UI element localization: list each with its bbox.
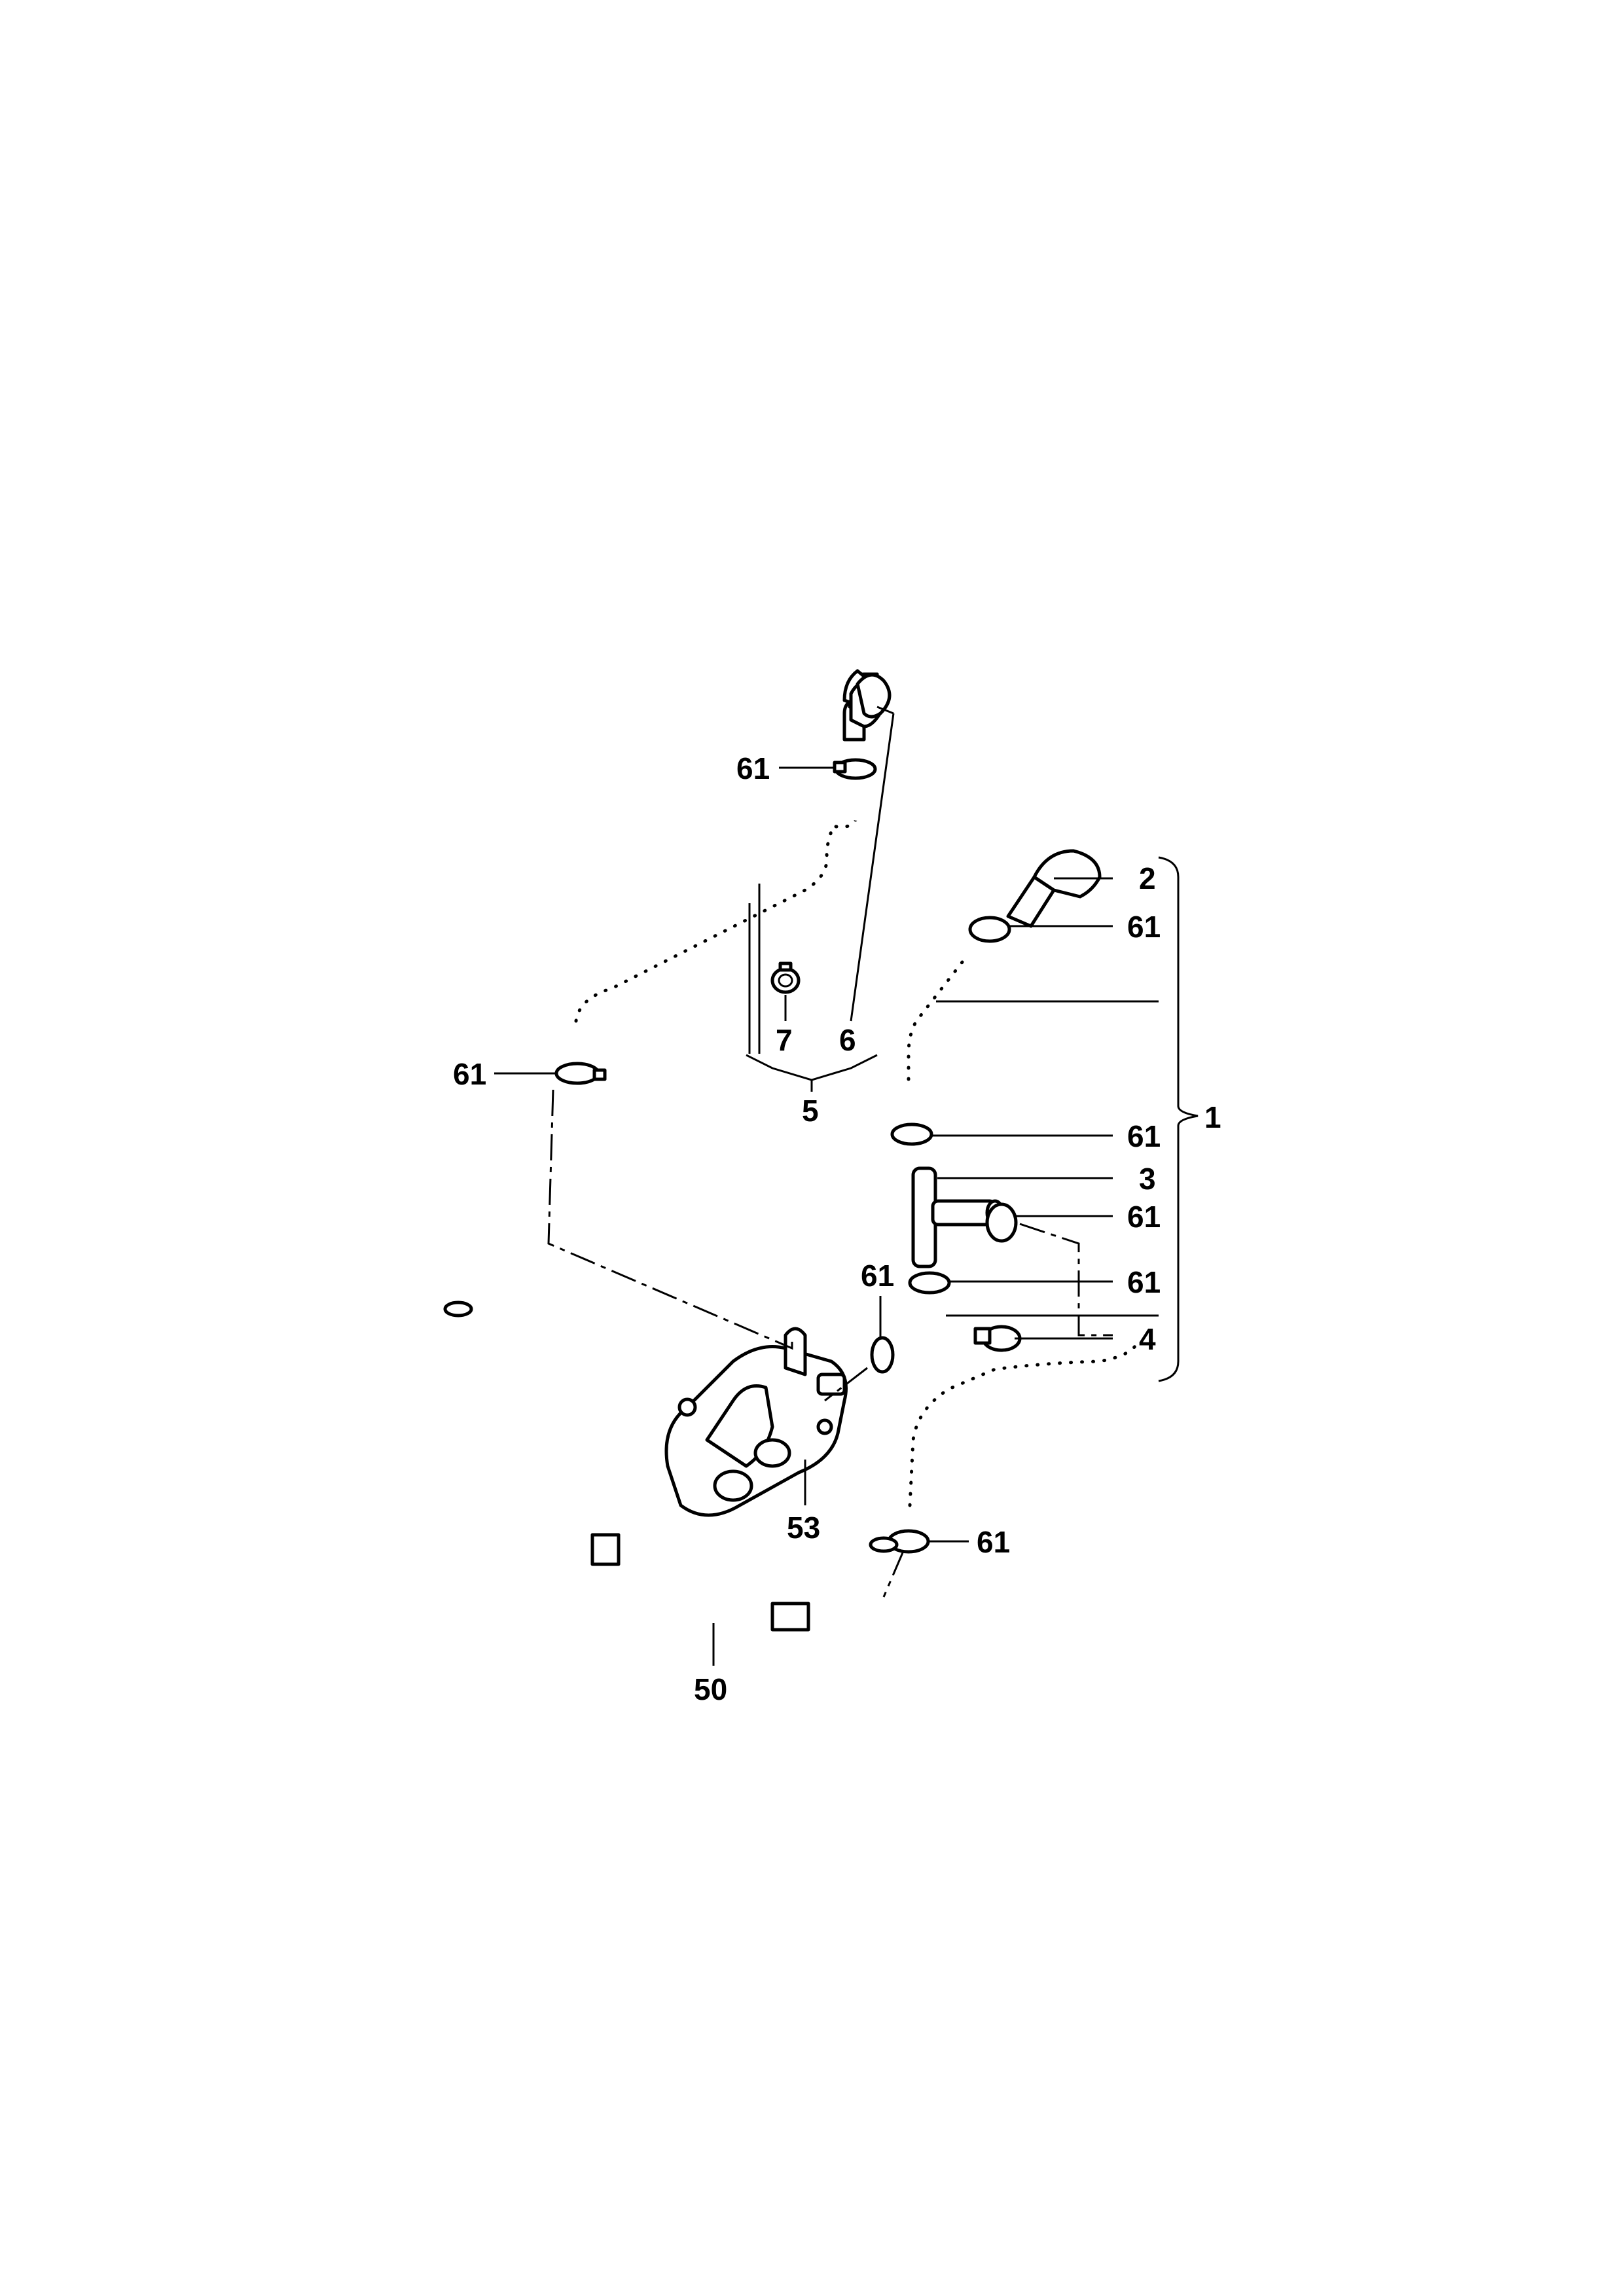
clamp-61-top: [833, 758, 877, 780]
callout-61-r1: 61: [1127, 910, 1161, 944]
callout-61-top: 61: [736, 751, 770, 785]
hose-right-lower: [895, 1320, 1157, 1524]
clamp-7: [770, 961, 801, 994]
clamp-61-mid: [870, 1336, 895, 1374]
clamp-61-left: [554, 1062, 607, 1085]
callout-labels: 61 61 2 61 61 3 61 61 4 1 7 6 5 61 53 61…: [453, 751, 1221, 1706]
callout-61-r2: 61: [1127, 1119, 1161, 1153]
pipe-50: [443, 1300, 899, 1649]
callout-6: 6: [839, 1023, 856, 1057]
hose-elbow-lower: [873, 1299, 947, 1385]
clamp-61-r3: [985, 1202, 1018, 1243]
callout-4: 4: [1139, 1322, 1156, 1356]
callout-61-mid: 61: [861, 1259, 894, 1293]
thermostat-housing-53: [664, 1327, 848, 1517]
clamp-61-r2: [890, 1122, 933, 1146]
leader-lines: [494, 706, 1199, 1666]
callout-61-r4: 61: [1127, 1265, 1161, 1299]
alignment-lines: [547, 1089, 1113, 1598]
clamp-61-r1: [968, 916, 1011, 943]
callout-7: 7: [776, 1023, 793, 1057]
callout-2: 2: [1139, 861, 1156, 895]
elbow-connector-top: [842, 669, 892, 742]
callout-61-left: 61: [453, 1057, 486, 1091]
callout-1: 1: [1204, 1100, 1221, 1134]
callout-61-r3: 61: [1127, 1200, 1161, 1234]
clamp-4: [973, 1325, 1022, 1352]
clamp-61-r4: [908, 1271, 951, 1295]
connector-2: [1006, 849, 1102, 928]
callout-53: 53: [787, 1511, 820, 1545]
callout-61-bottom: 61: [977, 1525, 1010, 1559]
callout-50: 50: [694, 1672, 727, 1706]
callout-3: 3: [1139, 1162, 1156, 1196]
hose-right-upper: [892, 947, 977, 1098]
hose-upper-left: [561, 734, 874, 1049]
callout-5: 5: [802, 1094, 819, 1128]
